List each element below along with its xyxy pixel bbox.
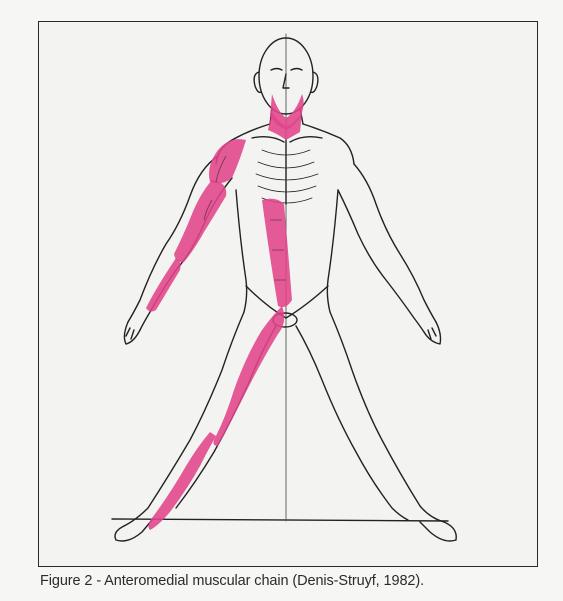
left-arm-outline <box>338 164 436 332</box>
rib-cage <box>256 150 318 203</box>
leg-muscle <box>148 432 216 530</box>
left-leg-outline <box>296 312 444 522</box>
right-hand <box>124 322 140 344</box>
left-hand <box>424 322 441 344</box>
thigh-muscle <box>213 306 284 446</box>
eyes <box>271 69 302 71</box>
right-arm-muscle <box>174 180 226 262</box>
right-foot <box>115 520 152 541</box>
forearm-muscle <box>146 258 181 312</box>
shoulder-muscle <box>209 139 246 183</box>
abdominal-muscle <box>262 199 292 307</box>
left-foot <box>420 522 456 541</box>
figure-caption: Figure 2 - Anteromedial muscular chain (… <box>40 573 424 589</box>
right-leg-outline <box>124 312 276 526</box>
